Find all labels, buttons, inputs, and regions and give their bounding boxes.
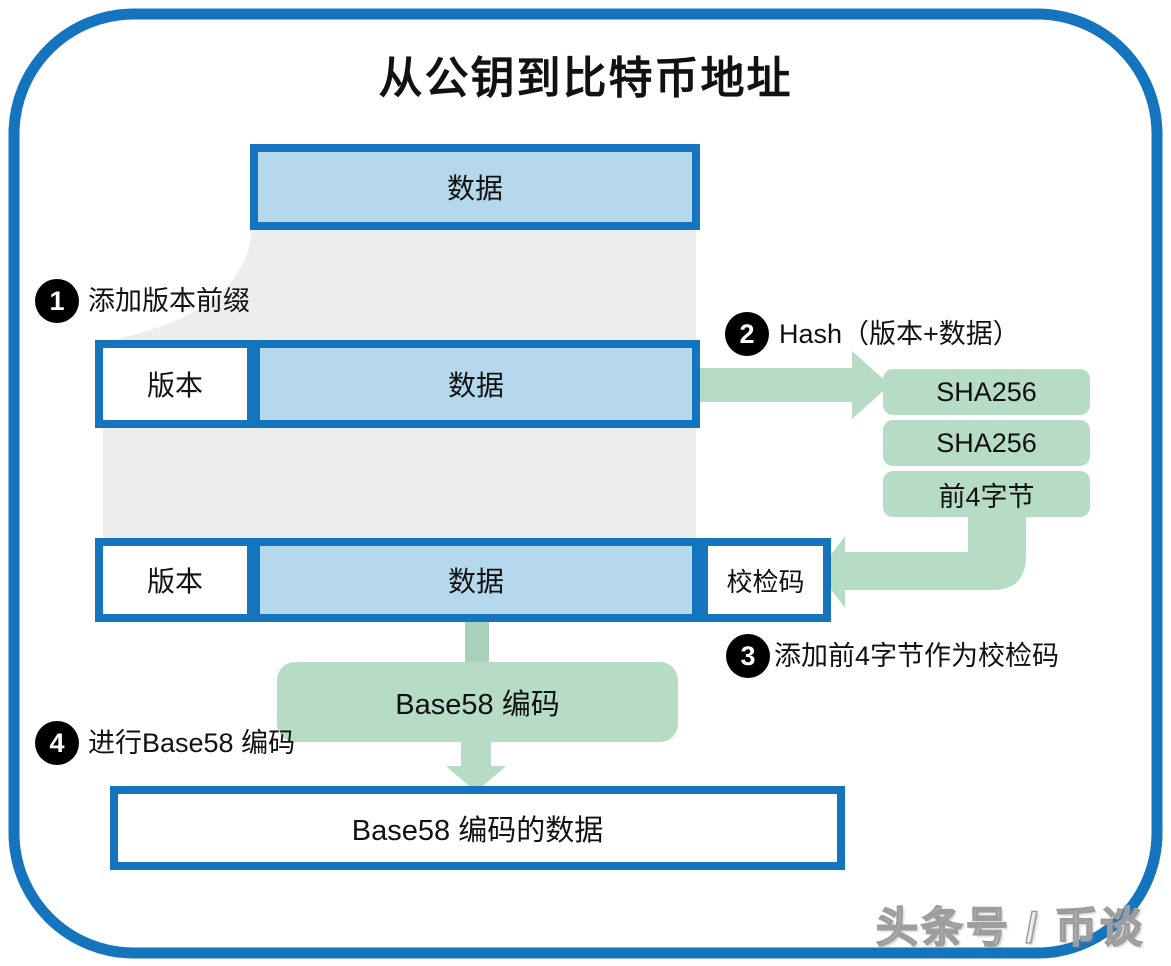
step-1-badge: 1 (35, 279, 79, 323)
step-2-label: Hash（版本+数据） (779, 319, 1020, 349)
step-3-label: 添加前4字节作为校检码 (774, 641, 1060, 671)
row3-checksum-box: 校检码 (700, 538, 831, 622)
arrow-right-icon (700, 351, 890, 419)
row3-version-box: 版本 (95, 538, 255, 622)
step-4-label: 进行Base58 编码 (88, 728, 296, 758)
arrow-elbow-left-icon (818, 517, 1026, 608)
sha256-box-1: SHA256 (883, 369, 1090, 415)
step-1-label: 添加版本前缀 (88, 286, 250, 316)
page-title: 从公钥到比特币地址 (378, 54, 793, 103)
first-4-bytes-box: 前4字节 (883, 471, 1090, 517)
top-data-box: 数据 (250, 144, 700, 230)
step-2-badge: 2 (725, 312, 769, 356)
row2-version-box: 版本 (95, 340, 255, 428)
row2-data-box: 数据 (252, 340, 700, 428)
step-3-badge: 3 (726, 634, 770, 678)
sha256-box-2: SHA256 (883, 420, 1090, 466)
row3-data-box: 数据 (252, 538, 700, 622)
funnel-top-shape (100, 229, 696, 342)
base58-encode-box: Base58 编码 (277, 662, 678, 742)
base58-output-box: Base58 编码的数据 (110, 786, 845, 870)
arrow-down-icon (446, 742, 506, 792)
watermark-text: 头条号 / 币谈 (875, 903, 1145, 952)
funnel-middle-shape (103, 426, 696, 540)
step-4-badge: 4 (35, 721, 79, 765)
outer-frame-border (8, 8, 1163, 959)
